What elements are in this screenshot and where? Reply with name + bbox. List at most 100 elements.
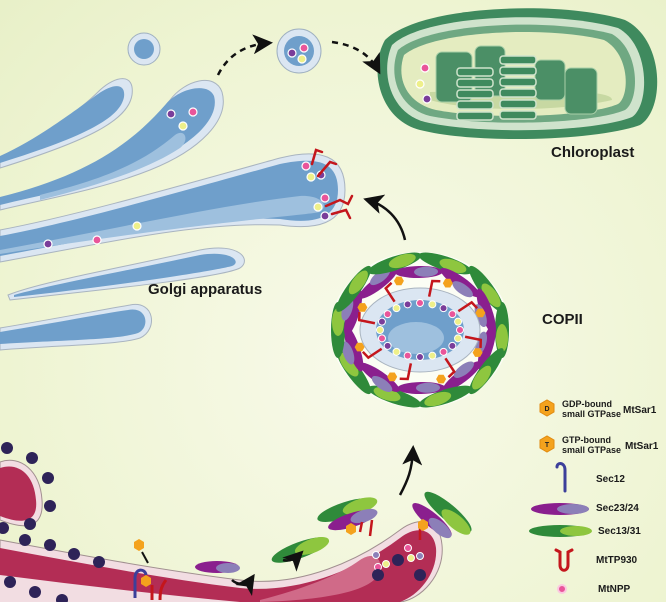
ribosome-dot (93, 556, 105, 568)
ribosome-dot (0, 522, 9, 534)
ribosome-dot (4, 576, 16, 588)
golgi-apparatus (0, 78, 354, 351)
sec31-unit (424, 391, 452, 407)
legend-sec12-icon (555, 462, 567, 493)
ribosome-dot (392, 554, 404, 566)
cargo-dot (383, 341, 392, 350)
legend-gtp-line1: GTP-bound (562, 435, 611, 445)
cargo-dot (392, 304, 401, 313)
mttp930-receptor (464, 335, 483, 348)
sec23-unit (344, 325, 364, 372)
legend-sec12-name: Sec12 (596, 474, 625, 485)
golgi-label: Golgi apparatus (148, 281, 263, 298)
cargo-dot (428, 300, 437, 309)
arrow-sec23-to-bud (231, 573, 255, 597)
mttp930-receptor (457, 300, 479, 313)
sec24-unit (414, 266, 439, 277)
ribosome-dot (414, 569, 426, 581)
cargo-yellow-dot (415, 79, 425, 89)
sar1-gtp-hexagon (354, 342, 365, 352)
sec31-unit (332, 308, 344, 336)
legend-symbols (529, 399, 592, 594)
arrow-er-to-copii (398, 445, 423, 496)
ribosome-dot (44, 539, 56, 551)
mttp930-receptor (361, 347, 383, 360)
sec12-sar1-complex (133, 539, 168, 601)
sec23-unit (344, 289, 363, 336)
sar1-gtp-hexagon (357, 303, 368, 312)
ribosome-dot (26, 452, 38, 464)
sec31-unit (339, 352, 359, 377)
legend-gtp-desc: GTP-bound small GTPase (562, 435, 621, 455)
legend-gtp-name: MtSar1 (625, 441, 659, 452)
dashed-arrow-golgi-to-vesicle (216, 34, 273, 76)
cargo-dot (376, 326, 384, 334)
legend-t-glyph: T (545, 442, 550, 449)
cargo-dot (377, 317, 386, 326)
legend-mtnpp-name: MtNPP (598, 584, 631, 595)
sec31-unit (481, 283, 501, 308)
cargo-dot (454, 334, 463, 343)
cargo-dot (392, 347, 401, 356)
mttp930-receptor (357, 312, 376, 325)
legend-sec13-name: Sec13/31 (598, 526, 641, 537)
arrow-copii-to-golgi (363, 194, 407, 241)
cargo-dot (448, 310, 457, 319)
ribosome-dot (19, 534, 31, 546)
sec23-unit (477, 324, 496, 371)
dashed-arrow-vesicle-to-chloroplast (331, 40, 381, 75)
ribosomes (0, 442, 426, 602)
mttp930-receptor (384, 281, 396, 303)
endoplasmic-reticulum (0, 459, 443, 602)
chloroplast (377, 8, 658, 140)
ribosome-dot (42, 472, 54, 484)
ribosome-dot (372, 569, 384, 581)
copii-vesicle (330, 252, 510, 408)
cargo-dot (454, 317, 463, 326)
sec24-unit (371, 375, 393, 392)
legend-mtnpp-icon (557, 584, 567, 594)
transport-vesicles (127, 28, 322, 74)
cargo-dot (416, 299, 424, 307)
legend-sec24-icon (557, 504, 589, 514)
ribosome-dot (56, 594, 68, 602)
cargo-pink-dot (420, 63, 430, 73)
sar1-gtp-hexagon (387, 372, 398, 382)
cargo-dot (403, 351, 412, 360)
cargo-dot (383, 310, 392, 319)
legend-gdp-sar1-icon (539, 399, 555, 417)
mttp930-receptor (399, 363, 413, 381)
legend-gdp-line2: small GTPase (562, 409, 622, 419)
mttp930-receptor (444, 357, 456, 379)
ribosome-dot (29, 586, 41, 598)
sec31-unit (388, 253, 416, 269)
legend-d-glyph: D (544, 406, 549, 413)
cargo-dot (428, 351, 437, 360)
sec24-unit (453, 361, 474, 378)
legend-mttp930-name: MtTP930 (596, 555, 638, 566)
thylakoid-stacks (435, 45, 598, 121)
legend-gdp-name: MtSar1 (623, 405, 657, 416)
legend-sec31-icon (560, 526, 592, 536)
sec24-unit (452, 281, 473, 298)
sar1-gtp-hexagon (436, 374, 447, 384)
sec31-unit (472, 365, 492, 390)
cargo-dot (403, 300, 412, 309)
mttp930-receptor (427, 279, 441, 297)
sar1-gtp-hexagon (393, 276, 404, 286)
cargo-dot (439, 304, 448, 313)
ribosome-dot (24, 518, 36, 530)
sec24-unit (415, 382, 440, 393)
sar1-gtp-hexagon (442, 278, 453, 288)
cargo-purple-dot (422, 94, 432, 104)
sec31-unit (348, 270, 368, 295)
legend-gdp-line1: GDP-bound (562, 399, 612, 409)
legend-gtp-line2: small GTPase (562, 445, 622, 455)
cargo-dot (456, 326, 464, 334)
legend-mttp930-icon (554, 548, 574, 572)
cargo-dot (448, 341, 457, 350)
chloroplast-label: Chloroplast (551, 144, 635, 161)
sec24-unit (342, 341, 355, 365)
